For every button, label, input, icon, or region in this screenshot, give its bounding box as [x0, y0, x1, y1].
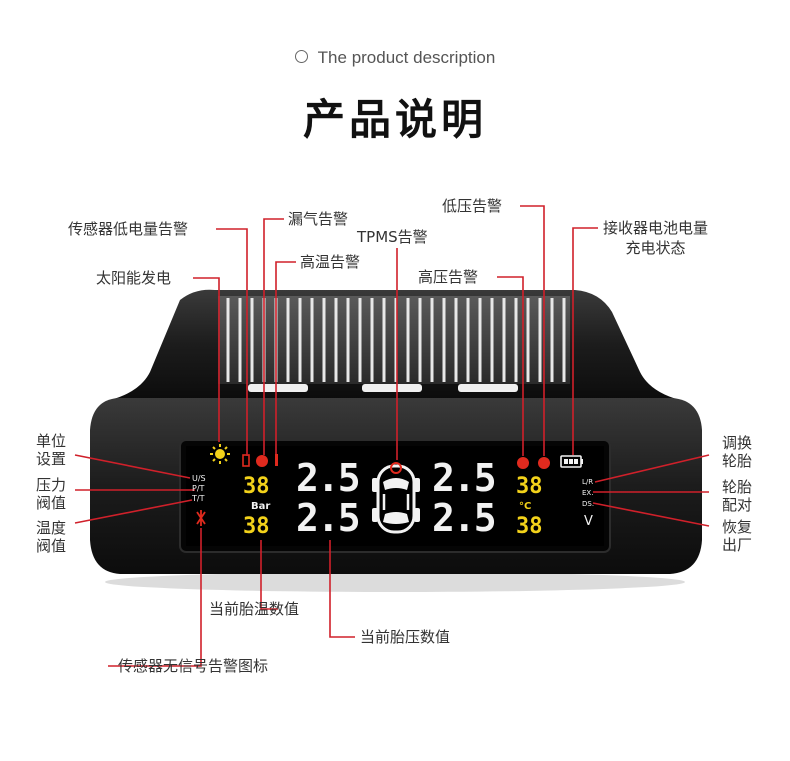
label-current-temp: 当前胎温数值 [209, 600, 300, 618]
temp-front-right: 38 [516, 474, 543, 499]
label-sensor-low-battery: 传感器低电量告警 [68, 220, 189, 238]
car-icon [372, 464, 420, 534]
label-factory-reset-line1: 恢复 [722, 518, 753, 536]
menu-ex: EX. [582, 489, 594, 497]
sun-icon [210, 444, 230, 464]
label-tpms: TPMS告警 [357, 228, 428, 246]
label-unit-setting: 单位 设置 [36, 432, 66, 468]
label-factory-reset-line2: 出厂 [722, 536, 753, 554]
pressure-front-left: 2.5 [296, 456, 361, 500]
pressure-rear-right: 2.5 [432, 496, 497, 540]
label-no-signal: 传感器无信号告警图标 [118, 657, 269, 675]
label-temp-threshold: 温度 阀值 [36, 519, 66, 555]
thermometer-icon [275, 454, 278, 466]
menu-left: U/S P/T T/T [192, 474, 206, 504]
unit-celsius: °C [519, 501, 532, 512]
no-signal-icon [196, 510, 206, 526]
menu-lr: L/R [582, 478, 594, 486]
label-solar: 太阳能发电 [96, 269, 172, 287]
label-pressure-threshold: 压力 阀值 [36, 476, 66, 512]
unit-bar: Bar [251, 501, 271, 512]
label-tire-pair: 轮胎 配对 [722, 478, 752, 514]
air-leak-icon [256, 455, 268, 467]
temp-rear-right: 38 [516, 514, 543, 539]
label-unit-setting-line2: 设置 [36, 450, 67, 468]
menu-us: U/S [192, 474, 206, 483]
pressure-rear-left: 2.5 [296, 496, 361, 540]
temp-front-left: 38 [243, 474, 270, 499]
label-low-pressure: 低压告警 [442, 197, 503, 215]
menu-ds: DS. [582, 500, 595, 508]
label-current-pressure: 当前胎压数值 [360, 628, 451, 646]
tpms-warning-icon [390, 462, 402, 474]
menu-pt: P/T [192, 484, 205, 493]
label-receiver-battery-line2: 充电状态 [625, 239, 686, 257]
label-receiver-battery-line1: 接收器电池电量 [603, 219, 709, 237]
callout-lines [74, 205, 710, 667]
label-high-pressure: 高压告警 [418, 268, 479, 286]
menu-right: L/R EX. DS. [582, 477, 594, 510]
label-tire-pair-line1: 轮胎 [722, 478, 753, 496]
label-swap-tire: 调换 轮胎 [722, 434, 752, 470]
header-subtitle-text: The product description [317, 48, 496, 67]
label-swap-tire-line1: 调换 [722, 434, 753, 452]
low-pressure-icon [538, 457, 550, 469]
label-pressure-threshold-line1: 压力 [36, 476, 67, 494]
pressure-front-right: 2.5 [432, 456, 497, 500]
label-factory-reset: 恢复 出厂 [722, 518, 752, 554]
label-temp-threshold-line2: 阀值 [36, 537, 67, 555]
menu-tt: T/T [192, 494, 205, 503]
label-air-leak: 漏气告警 [288, 210, 349, 228]
label-unit-setting-line1: 单位 [36, 432, 67, 450]
circle-icon [294, 50, 308, 64]
temp-rear-left: 38 [243, 514, 270, 539]
label-swap-tire-line2: 轮胎 [722, 452, 753, 470]
label-high-temp: 高温告警 [300, 253, 361, 271]
page-title: 产品说明 [302, 95, 487, 144]
label-receiver-battery: 接收器电池电量 充电状态 [603, 219, 708, 257]
header-subtitle: The product description [0, 48, 790, 68]
unit-volt: V [584, 514, 593, 529]
label-pressure-threshold-line2: 阀值 [36, 494, 67, 512]
sensor-battery-icon [242, 454, 250, 467]
label-tire-pair-line2: 配对 [722, 496, 753, 514]
label-temp-threshold-line1: 温度 [36, 519, 67, 537]
high-pressure-icon [517, 457, 529, 469]
device-shadow [105, 572, 685, 592]
receiver-battery-icon [560, 455, 583, 468]
